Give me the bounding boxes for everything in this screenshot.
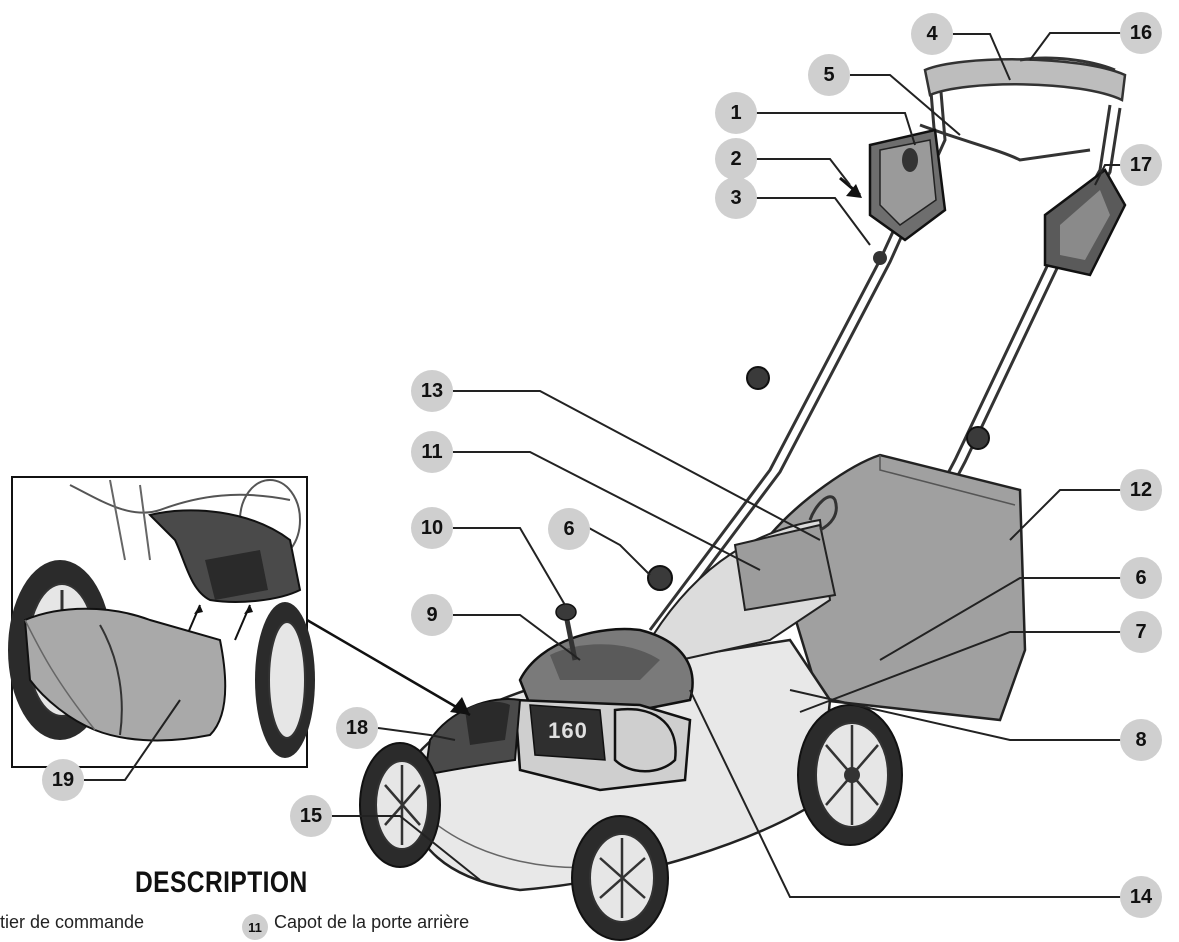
front-left-wheel: [359, 742, 441, 868]
motor-cover: [513, 627, 694, 792]
inset-right-wheel: [255, 602, 315, 758]
rear-right-wheel: [797, 704, 903, 846]
height-lever: [555, 603, 578, 661]
handle-grip: [923, 58, 1127, 102]
inset-pointer-arrow: [306, 618, 471, 717]
front-cover-piece: [423, 698, 522, 777]
front-right-wheel: [571, 815, 669, 941]
control-box: [868, 128, 947, 265]
right-handle-box: [1043, 168, 1127, 277]
leader-lines: [84, 32, 1141, 898]
inset-detail-view: [8, 476, 315, 768]
battery-label-plate: [529, 704, 606, 761]
grass-bag: [768, 453, 1027, 722]
wheels: [359, 704, 903, 941]
